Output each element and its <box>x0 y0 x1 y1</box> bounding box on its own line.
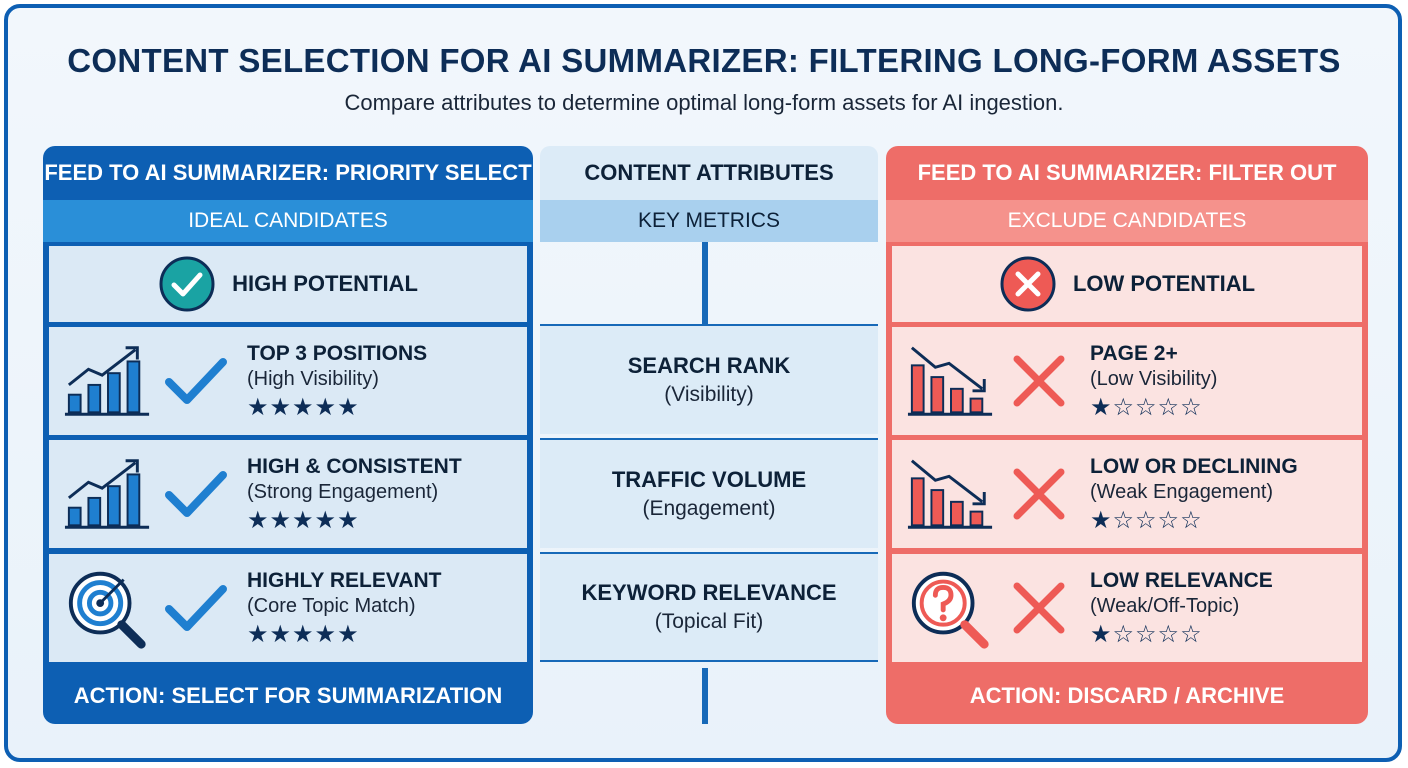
question-magnifier-icon <box>911 571 989 649</box>
attributes-header: CONTENT ATTRIBUTES <box>584 160 834 185</box>
target-magnifier-icon <box>68 571 146 649</box>
attribute-title: SEARCH RANK <box>627 353 791 378</box>
attribute-traffic-volume: TRAFFIC VOLUME (Engagement) <box>540 438 878 548</box>
x-icon <box>1013 355 1065 407</box>
check-icon <box>165 585 227 631</box>
attribute-keyword-relevance: KEYWORD RELEVANCE (Topical Fit) <box>540 552 878 662</box>
check-icon <box>165 471 227 517</box>
priority-row-traffic: HIGH & CONSISTENT (Strong Engagement) ★★… <box>49 440 527 548</box>
attribute-detail: (Engagement) <box>642 497 776 520</box>
row-title: LOW OR DECLINING <box>1090 454 1298 478</box>
x-icon <box>1013 582 1065 634</box>
attribute-title: TRAFFIC VOLUME <box>611 467 807 492</box>
filter-row-search-rank: PAGE 2+ (Low Visibility) ★☆☆☆☆ <box>892 327 1362 435</box>
high-potential-label: HIGH POTENTIAL <box>232 271 418 296</box>
attribute-detail: (Topical Fit) <box>654 610 764 633</box>
row-title: PAGE 2+ <box>1090 341 1178 365</box>
row-title: HIGHLY RELEVANT <box>247 568 442 592</box>
priority-row-relevance: HIGHLY RELEVANT (Core Topic Match) ★★★★★ <box>49 554 527 662</box>
exclude-candidates-subheader: EXCLUDE CANDIDATES <box>886 200 1368 242</box>
row-detail: (Strong Engagement) <box>247 480 439 503</box>
row-detail: (Core Topic Match) <box>247 594 416 617</box>
row-detail: (Low Visibility) <box>1090 367 1218 390</box>
select-action-label: ACTION: SELECT FOR SUMMARIZATION <box>73 683 503 708</box>
priority-row-search-rank: TOP 3 POSITIONS (High Visibility) ★★★★★ <box>49 327 527 435</box>
row-title: LOW RELEVANCE <box>1090 568 1273 592</box>
row-detail: (High Visibility) <box>247 367 379 390</box>
star-rating: ★★★★★ <box>247 393 360 421</box>
high-potential-banner: HIGH POTENTIAL <box>49 246 527 322</box>
content-attributes-column: CONTENT ATTRIBUTES KEY METRICS SEARCH RA… <box>540 146 878 724</box>
page-subtitle: Compare attributes to determine optimal … <box>344 90 1064 115</box>
bar-chart-down-icon <box>907 459 993 529</box>
row-title: TOP 3 POSITIONS <box>247 341 428 365</box>
priority-select-column: FEED TO AI SUMMARIZER: PRIORITY SELECT I… <box>43 146 533 724</box>
filter-out-column: FEED TO AI SUMMARIZER: FILTER OUT EXCLUD… <box>886 146 1368 724</box>
star-rating: ★★★★★ <box>247 506 360 534</box>
check-circle-icon <box>159 256 215 312</box>
connector-line <box>702 668 708 724</box>
discard-action-label: ACTION: DISCARD / ARCHIVE <box>969 683 1285 708</box>
check-icon <box>165 358 227 404</box>
page-title: CONTENT SELECTION FOR AI SUMMARIZER: FIL… <box>67 42 1341 79</box>
low-potential-banner: LOW POTENTIAL <box>892 246 1362 322</box>
ideal-candidates-subheader: IDEAL CANDIDATES <box>43 200 533 242</box>
connector-line <box>702 242 708 324</box>
filter-header: FEED TO AI SUMMARIZER: FILTER OUT <box>917 160 1337 185</box>
low-potential-label: LOW POTENTIAL <box>1072 271 1256 296</box>
star-rating: ★☆☆☆☆ <box>1090 393 1203 421</box>
star-rating: ★☆☆☆☆ <box>1090 506 1203 534</box>
attribute-title: KEYWORD RELEVANCE <box>581 580 837 605</box>
row-detail: (Weak Engagement) <box>1090 480 1274 503</box>
priority-header: FEED TO AI SUMMARIZER: PRIORITY SELECT <box>44 160 532 185</box>
star-rating: ★☆☆☆☆ <box>1090 620 1203 648</box>
bar-chart-up-icon <box>64 346 150 416</box>
filter-row-traffic: LOW OR DECLINING (Weak Engagement) ★☆☆☆☆ <box>892 440 1362 548</box>
filter-row-relevance: LOW RELEVANCE (Weak/Off-Topic) ★☆☆☆☆ <box>892 554 1362 662</box>
row-title: HIGH & CONSISTENT <box>247 454 462 478</box>
x-circle-icon <box>1000 256 1056 312</box>
bar-chart-up-icon <box>64 459 150 529</box>
attribute-search-rank: SEARCH RANK (Visibility) <box>540 324 878 434</box>
bar-chart-down-icon <box>907 346 993 416</box>
x-icon <box>1013 468 1065 520</box>
row-detail: (Weak/Off-Topic) <box>1090 594 1240 617</box>
key-metrics-subheader: KEY METRICS <box>540 200 878 242</box>
attribute-detail: (Visibility) <box>664 383 754 406</box>
star-rating: ★★★★★ <box>247 620 360 648</box>
